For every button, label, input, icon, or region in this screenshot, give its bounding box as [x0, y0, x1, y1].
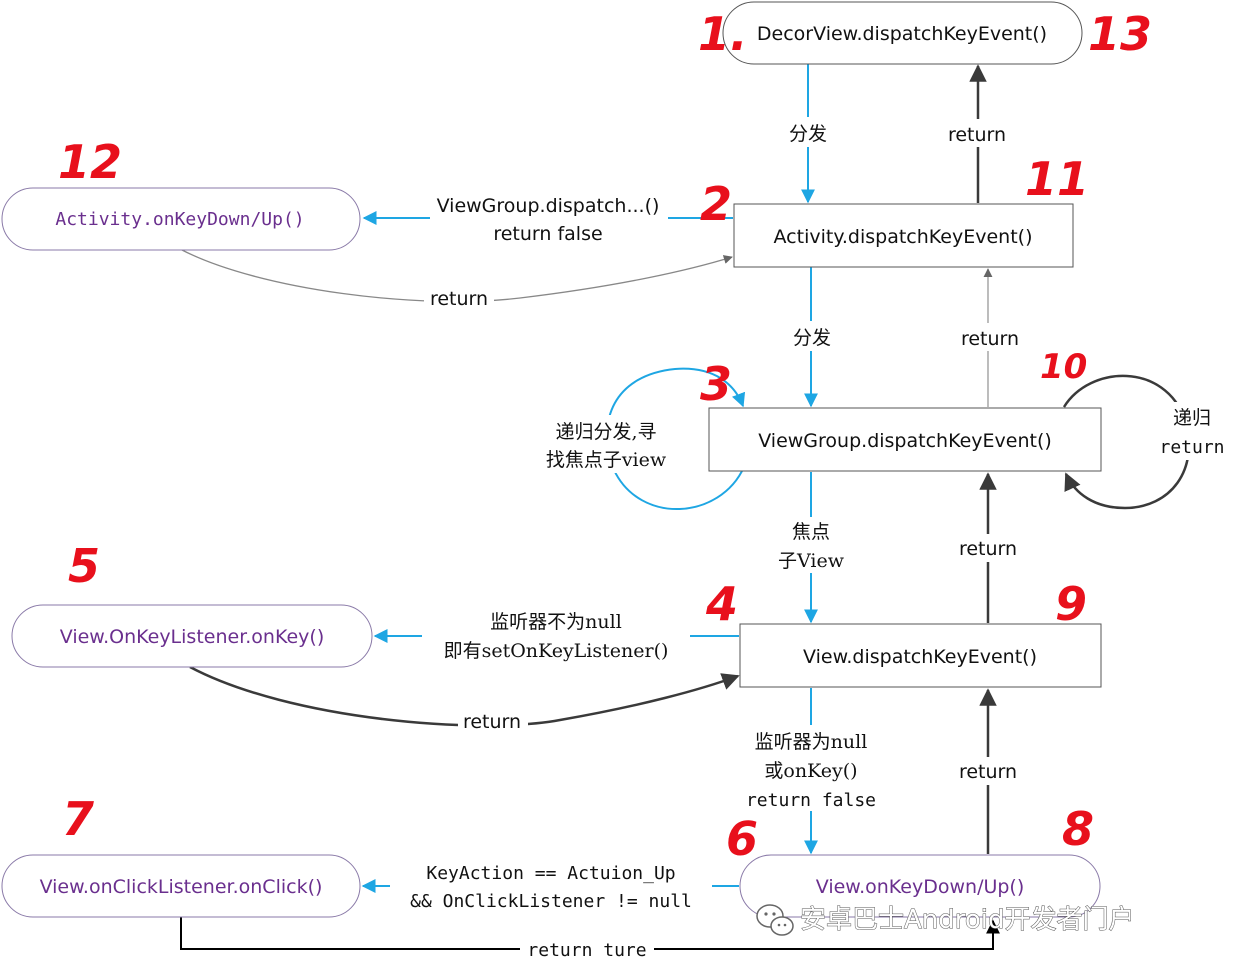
node-activity-dispatch: Activity.dispatchKeyEvent() [733, 203, 1074, 268]
label-keyaction-1: KeyAction == Actuion_Up [426, 863, 675, 884]
node-onclick-label: View.onClickListener.onClick() [40, 876, 323, 898]
label-viewgroup-false-2: return false [493, 223, 602, 245]
step-number-11: 11 [1025, 152, 1089, 206]
step-number-1: 1. [698, 7, 747, 61]
step-number-9: 9 [1055, 577, 1087, 631]
node-onkeylistener: View.OnKeyListener.onKey() [11, 604, 373, 668]
step-number-10: 10 [1040, 347, 1087, 387]
label-recursive-dispatch-2: 找焦点子view [546, 449, 667, 471]
label-return-onkey: return [463, 711, 521, 733]
label-keyaction-2: && OnClickListener != null [410, 891, 692, 912]
arrow-onkey-return-view [189, 665, 740, 727]
label-listener-null-3: return false [746, 790, 876, 811]
label-listener-not-null-1: 监听器不为null [490, 611, 622, 633]
label-fenfa-1: 分发 [789, 123, 827, 145]
step-number-6: 6 [726, 812, 758, 866]
label-focus-2: 子View [778, 550, 845, 572]
label-return-true: return ture [527, 940, 646, 961]
node-decorview-label: DecorView.dispatchKeyEvent() [757, 23, 1047, 45]
step-number-5: 5 [68, 539, 100, 593]
label-viewgroup-false-1: ViewGroup.dispatch...() [437, 195, 660, 217]
step-number-3: 3 [700, 357, 732, 411]
node-onclick: View.onClickListener.onClick() [1, 854, 361, 918]
label-return-activity-keydown: return [430, 288, 488, 310]
node-view-onkeydown-label: View.onKeyDown/Up() [816, 876, 1025, 898]
label-listener-null-2: 或onKey() [764, 760, 857, 782]
watermark: 安卓巴士Android开发者门户 [756, 904, 1135, 936]
wechat-icon [756, 904, 794, 936]
node-onkeylistener-label: View.OnKeyListener.onKey() [60, 626, 325, 648]
label-listener-not-null-2: 即有setOnKeyListener() [444, 640, 669, 662]
label-recursive-return-1: 递归 [1173, 407, 1211, 429]
label-recursive-dispatch-1: 递归分发,寻 [555, 421, 656, 443]
loop-recursive-return [1062, 374, 1191, 510]
label-focus-1: 焦点 [792, 521, 830, 543]
arrow-onkeydown-return-activity [181, 249, 733, 303]
label-fenfa-2: 分发 [793, 327, 831, 349]
node-activity-onkeydown: Activity.onKeyDown/Up() [1, 187, 361, 251]
label-return-activity: return [961, 328, 1019, 350]
step-number-7: 7 [62, 792, 94, 846]
node-view-dispatch-label: View.dispatchKeyEvent() [803, 646, 1037, 668]
label-return-view: return [959, 538, 1017, 560]
step-number-13: 13 [1088, 7, 1152, 61]
label-listener-null-1: 监听器为null [755, 731, 868, 753]
step-number-4: 4 [705, 577, 738, 631]
node-viewgroup-dispatch-label: ViewGroup.dispatchKeyEvent() [758, 430, 1052, 452]
node-activity-dispatch-label: Activity.dispatchKeyEvent() [774, 226, 1033, 248]
node-view-dispatch: View.dispatchKeyEvent() [739, 623, 1102, 688]
step-number-12: 12 [58, 135, 122, 189]
node-activity-onkeydown-label: Activity.onKeyDown/Up() [55, 209, 304, 230]
label-recursive-return-2: return [1159, 437, 1224, 458]
node-decorview: DecorView.dispatchKeyEvent() [722, 1, 1083, 65]
label-return-decor: return [948, 124, 1006, 146]
node-viewgroup-dispatch: ViewGroup.dispatchKeyEvent() [708, 407, 1102, 472]
label-return-keydown: return [959, 761, 1017, 783]
node-view-onkeydown: View.onKeyDown/Up() [739, 854, 1101, 918]
watermark-text: 安卓巴士Android开发者门户 [800, 905, 1135, 935]
step-number-8: 8 [1062, 802, 1094, 856]
step-number-2: 2 [700, 177, 732, 231]
